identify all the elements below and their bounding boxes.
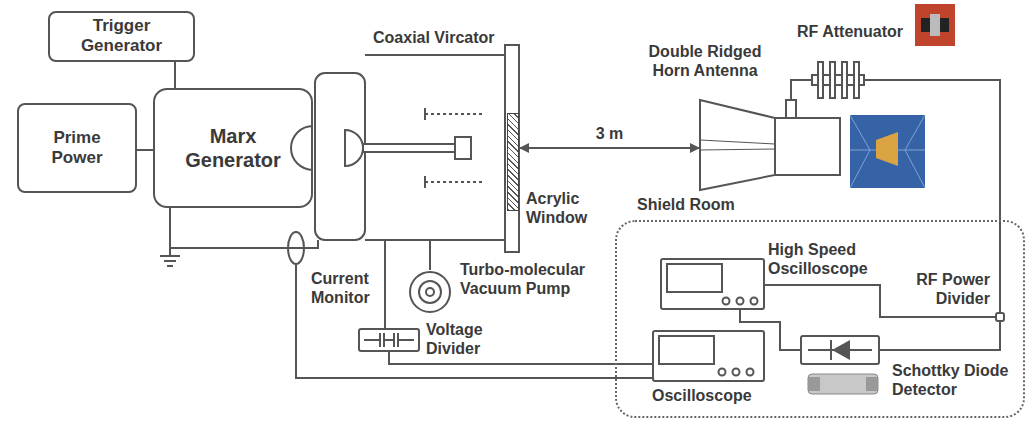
attenuator-photo bbox=[915, 4, 955, 46]
scope-terminal bbox=[737, 298, 744, 305]
vircator-coupler bbox=[345, 130, 363, 166]
attenuator-flange bbox=[854, 62, 859, 98]
node-label: Shield Room bbox=[637, 195, 1033, 214]
wire bbox=[170, 208, 318, 248]
wire bbox=[880, 322, 1000, 350]
waveguide bbox=[775, 118, 840, 175]
node-label: Turbo-molecular Vacuum Pump bbox=[460, 260, 610, 298]
horn-flare bbox=[700, 100, 775, 190]
node-label: Schottky Diode Detector bbox=[892, 361, 1014, 399]
node-label: RF Attenuator bbox=[797, 22, 849, 41]
wire bbox=[384, 240, 386, 328]
rf-power-divider: RF Power Divider bbox=[995, 312, 1005, 322]
feed-connector bbox=[786, 100, 796, 118]
vircator-chamber-wall bbox=[365, 55, 505, 240]
anode-tick bbox=[424, 108, 426, 188]
vacuum-pump-outline bbox=[408, 270, 452, 314]
anode-mesh bbox=[425, 114, 485, 182]
end-plate bbox=[505, 45, 519, 252]
node-label: Double Ridged Horn Antenna bbox=[630, 42, 780, 80]
horn-antenna: Double Ridged Horn Antenna bbox=[700, 100, 842, 190]
high-speed-oscilloscope: High Speed Oscilloscope bbox=[660, 258, 765, 310]
node-label: Acrylic Window bbox=[526, 189, 598, 227]
diode-triangle bbox=[832, 340, 850, 360]
photo-absorber bbox=[850, 115, 925, 188]
trigger-generator-box: Trigger Generator bbox=[48, 11, 195, 62]
node-label: Marx Generator bbox=[178, 124, 288, 172]
vircator-chamber: Coaxial VircatorAcrylic Window bbox=[313, 55, 519, 240]
rf-attenuator-outline bbox=[812, 62, 864, 98]
marx-coupler bbox=[291, 126, 313, 170]
wire bbox=[174, 62, 176, 89]
attenuator-flange bbox=[818, 62, 823, 98]
scope-terminal bbox=[733, 369, 740, 376]
photo-horn bbox=[876, 132, 898, 166]
photo-connector bbox=[866, 377, 878, 391]
vircator-flange bbox=[315, 73, 365, 240]
edge-label: 3 m bbox=[593, 124, 627, 143]
shield-room: Shield RoomHigh Speed OscilloscopeRF Pow… bbox=[615, 220, 1025, 418]
photo-device bbox=[808, 374, 878, 394]
node-label: High Speed Oscilloscope bbox=[768, 240, 883, 278]
scope-screen bbox=[659, 336, 714, 364]
prime-power-box: Prime Power bbox=[17, 103, 137, 193]
diode-symbol bbox=[808, 340, 872, 360]
scope-terminal bbox=[723, 298, 730, 305]
cathode-cup bbox=[455, 137, 471, 159]
photo-ground bbox=[915, 4, 955, 46]
photo-connector bbox=[808, 377, 820, 391]
pump-hub bbox=[426, 288, 434, 296]
scope-terminal bbox=[751, 298, 758, 305]
photo-ground bbox=[850, 115, 925, 188]
node-label: Coaxial Vircator bbox=[373, 28, 579, 47]
scope-terminal bbox=[719, 369, 726, 376]
acrylic-window: Acrylic Window bbox=[507, 113, 519, 211]
pump-rotor bbox=[419, 281, 441, 303]
cathode-rod bbox=[363, 144, 455, 152]
wire bbox=[864, 80, 1000, 312]
horn-antenna-outline bbox=[700, 100, 842, 190]
wire bbox=[791, 80, 812, 100]
wire bbox=[429, 240, 431, 270]
schottky-diode-detector: Schottky Diode Detector bbox=[800, 335, 880, 365]
attenuator-flange bbox=[830, 62, 835, 98]
diode-photo bbox=[808, 374, 878, 394]
node-label: Current Monitor bbox=[311, 269, 383, 307]
scope-screen bbox=[667, 264, 722, 292]
node-label: Trigger Generator bbox=[72, 16, 172, 57]
horn-ridge bbox=[700, 140, 775, 150]
node-label: Voltage Divider bbox=[426, 320, 496, 358]
capacitor-symbol bbox=[364, 333, 414, 347]
current-monitor-outline bbox=[287, 231, 305, 265]
rf-attenuator: RF Attenuator bbox=[812, 62, 864, 98]
attenuator-flange bbox=[842, 62, 847, 98]
vacuum-pump: Turbo-molecular Vacuum Pump bbox=[408, 270, 452, 314]
pump-housing bbox=[410, 272, 450, 312]
horn-photo bbox=[850, 115, 925, 188]
scope-terminal bbox=[747, 369, 754, 376]
oscilloscope: Oscilloscope bbox=[652, 330, 765, 382]
node-label: Oscilloscope bbox=[652, 386, 761, 405]
wire bbox=[137, 149, 153, 151]
node-label: RF Power Divider bbox=[900, 270, 990, 308]
photo-device bbox=[930, 14, 940, 36]
ground-symbol bbox=[160, 248, 180, 266]
current-monitor: Current Monitor bbox=[287, 231, 305, 265]
marx-generator-box: Marx Generator bbox=[153, 88, 313, 208]
voltage-divider: Voltage Divider bbox=[358, 328, 420, 352]
node-label: Prime Power bbox=[42, 128, 112, 169]
distance-arrow bbox=[519, 147, 700, 149]
current-transformer bbox=[288, 232, 304, 264]
